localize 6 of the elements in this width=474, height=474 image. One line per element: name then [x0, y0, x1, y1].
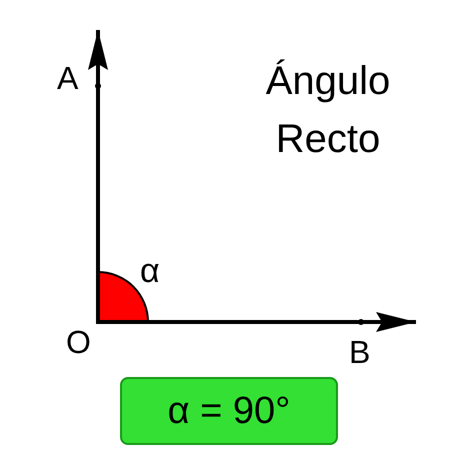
title: Ángulo Recto — [264, 58, 392, 163]
point-label: B — [349, 336, 370, 368]
point-label: A — [57, 62, 78, 94]
angle-label: α — [140, 254, 160, 288]
value-box: α = 90° — [120, 377, 338, 445]
point-label: O — [66, 326, 91, 358]
